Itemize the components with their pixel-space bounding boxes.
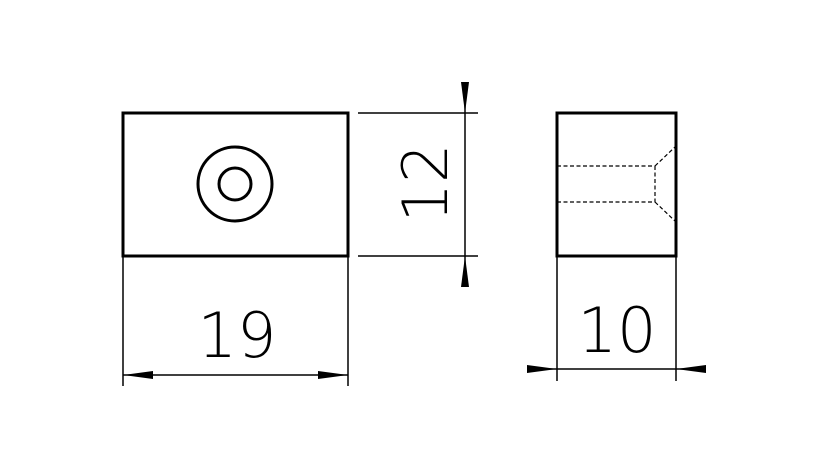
hidden-countersink-upper	[654, 145, 677, 167]
arrowhead-right	[676, 365, 706, 373]
arrowhead-right	[318, 371, 348, 379]
side-width-dimension: 10	[527, 256, 706, 381]
arrowhead-left	[527, 365, 557, 373]
hidden-countersink-lower	[654, 201, 677, 223]
front-view-outline	[121, 111, 350, 258]
hole-inner-circle	[217, 166, 253, 202]
front-view	[121, 111, 350, 258]
front-height-dimension: 12	[358, 82, 478, 287]
dimension-value-10: 10	[578, 294, 657, 367]
dimension-value-19: 19	[198, 299, 277, 372]
arrowhead-left	[123, 371, 153, 379]
countersink-outer-circle	[196, 145, 274, 223]
front-width-dimension: 19	[122, 256, 349, 386]
side-view	[555, 111, 678, 258]
side-view-outline	[555, 111, 678, 258]
dimension-value-12: 12	[389, 144, 462, 223]
arrowhead-bottom	[461, 256, 469, 287]
arrowhead-top	[461, 82, 469, 113]
